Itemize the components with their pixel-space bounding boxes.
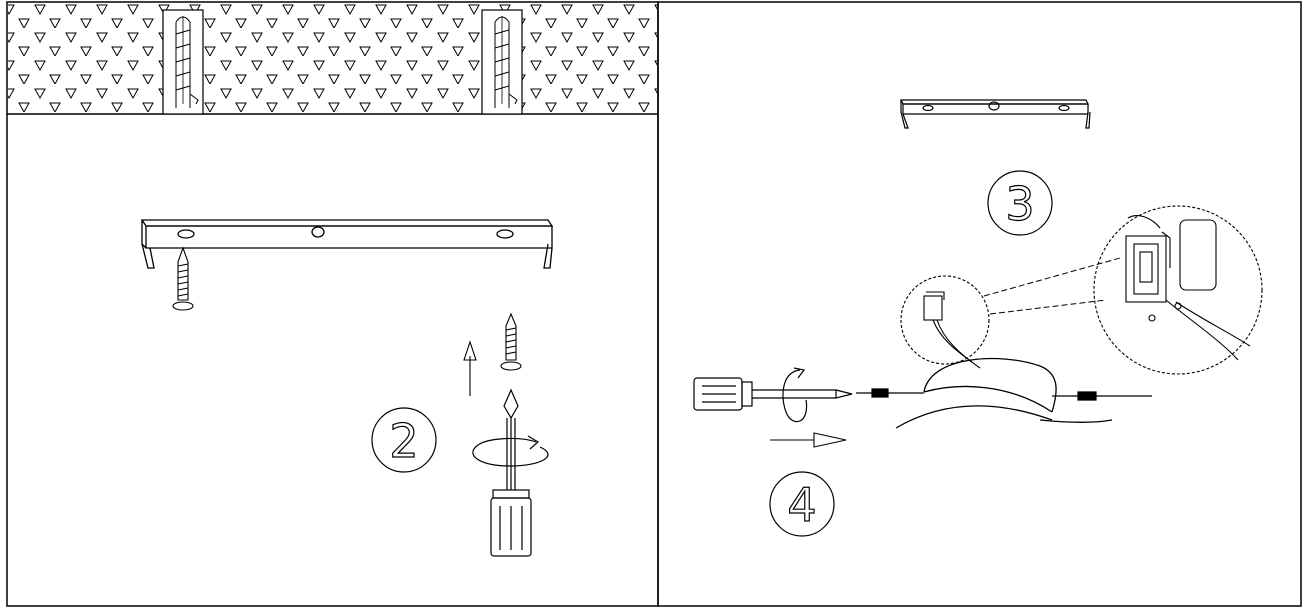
arrow-right-icon bbox=[770, 432, 847, 448]
screwdriver-vertical bbox=[490, 388, 532, 557]
mounting-bracket-large bbox=[140, 219, 554, 269]
connector-detail-large bbox=[1093, 205, 1263, 375]
zoom-lines bbox=[983, 257, 1121, 315]
rotate-arrow-icon bbox=[472, 435, 549, 467]
step-number-3: 3 bbox=[1005, 177, 1034, 231]
arrow-up-icon bbox=[463, 340, 477, 396]
mounting-bracket-small bbox=[900, 99, 1091, 129]
wall-plug-right bbox=[481, 9, 523, 115]
wall-plug-left bbox=[162, 9, 204, 115]
connector-detail-small bbox=[900, 275, 990, 369]
screw-left bbox=[172, 246, 194, 311]
step-badge-3: 3 bbox=[987, 170, 1053, 236]
step-number-2: 2 bbox=[389, 414, 418, 468]
rotate-arrow-icon-right bbox=[782, 367, 808, 423]
ceiling-section bbox=[7, 3, 658, 115]
step-badge-2: 2 bbox=[371, 407, 437, 473]
lamp-base bbox=[895, 357, 1113, 429]
panel-right bbox=[657, 1, 1302, 607]
wire-left bbox=[856, 388, 924, 398]
step-number-4: 4 bbox=[787, 478, 816, 532]
wire-right bbox=[1052, 391, 1152, 401]
step-badge-4: 4 bbox=[769, 471, 835, 537]
screw-right bbox=[500, 312, 522, 371]
screwdriver-horizontal bbox=[693, 377, 853, 411]
